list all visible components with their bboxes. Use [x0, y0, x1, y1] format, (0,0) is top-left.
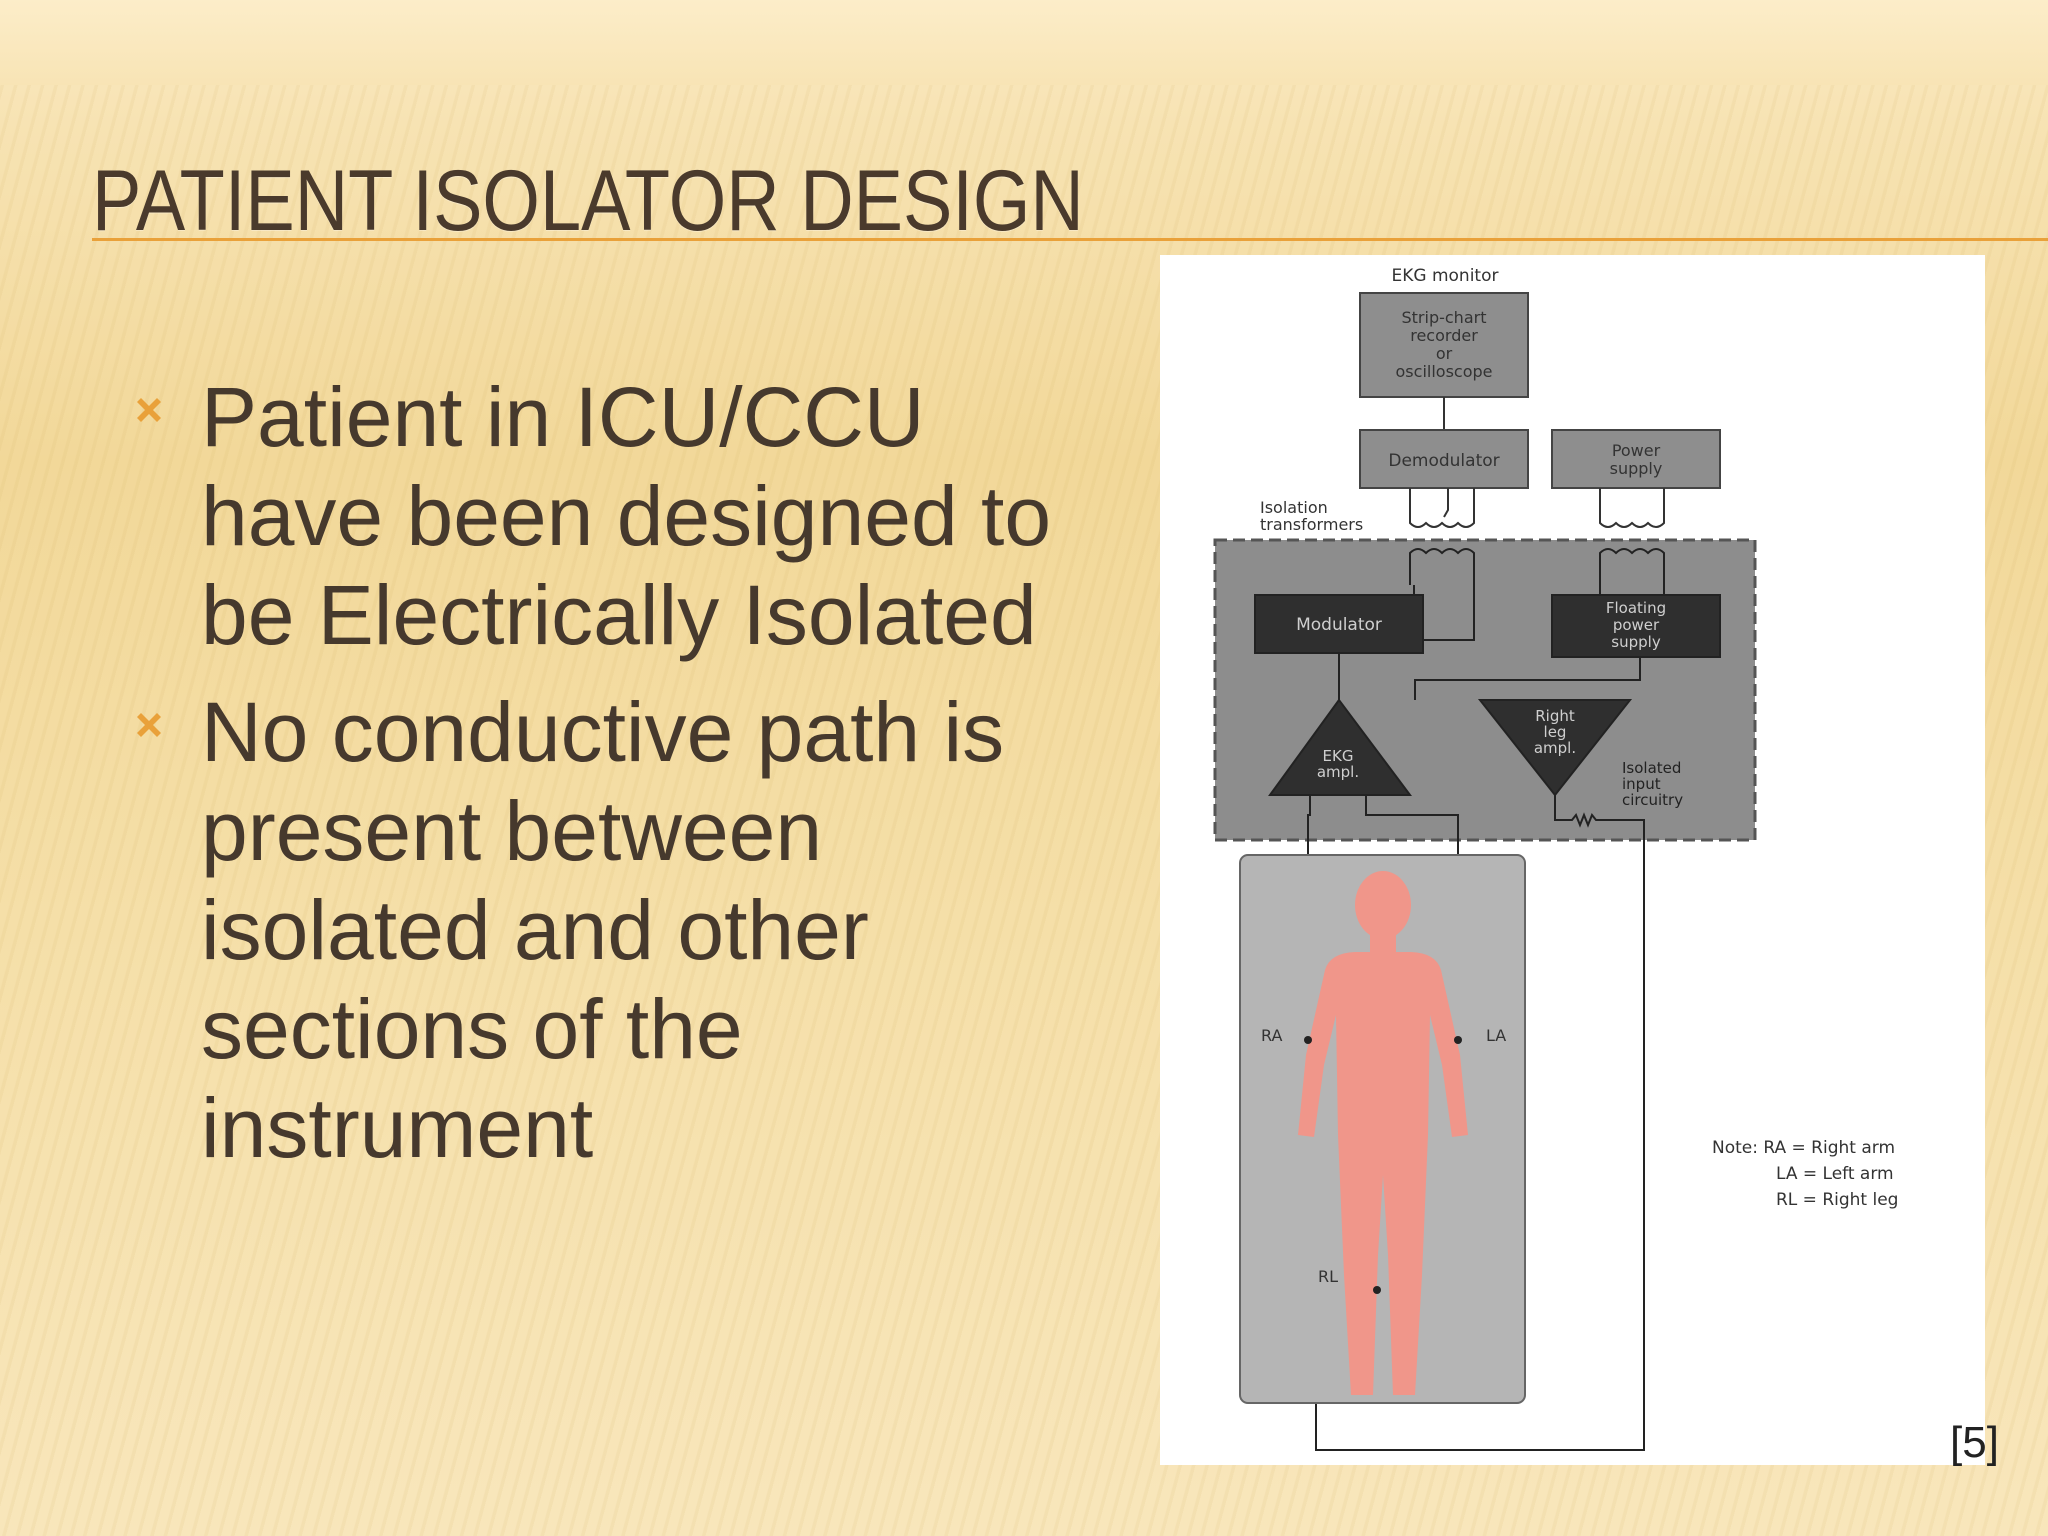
power-supply-line: Power [1612, 441, 1661, 460]
power-supply-box [1551, 429, 1721, 489]
bullet-list: Patient in ICU/CCU have been designed to… [125, 368, 1055, 1196]
cross-bullet-icon [137, 398, 161, 422]
top-band [0, 0, 2048, 85]
citation: [5] [1950, 1418, 1999, 1467]
floating-power-line: supply [1611, 633, 1661, 651]
wire [1414, 657, 1641, 700]
isolated-input-line: circuitry [1622, 791, 1683, 809]
bullet-text: No conductive path is present between is… [201, 685, 1005, 1175]
power-supply-line: supply [1610, 459, 1663, 478]
recorder-line: oscilloscope [1396, 362, 1493, 381]
ekg-amp-triangle [1268, 698, 1412, 796]
ra-label: RA [1261, 1026, 1282, 1045]
la-label: LA [1486, 1026, 1506, 1045]
note-line: Note: RA = Right arm [1712, 1138, 1895, 1158]
ra-electrode [1304, 1036, 1312, 1044]
right-leg-amp-line: Right [1535, 707, 1575, 725]
rl-lead [1315, 795, 1645, 1451]
recorder-line: or [1436, 344, 1453, 363]
modulator-label: Modulator [1296, 615, 1382, 635]
coil-lead [1443, 488, 1449, 518]
rl-label: RL [1318, 1267, 1338, 1286]
right-leg-amp-line: leg [1544, 723, 1567, 741]
bullet-item: Patient in ICU/CCU have been designed to… [125, 368, 1055, 665]
bullet-item: No conductive path is present between is… [125, 683, 1055, 1178]
transformer-coil [1360, 548, 1475, 641]
note-line: RL = Right leg [1776, 1190, 1898, 1210]
slide-title: PATIENT ISOLATOR DESIGN [92, 153, 1084, 249]
isolated-input-line: Isolated [1622, 759, 1681, 777]
right-leg-amp-triangle [1477, 699, 1633, 797]
isolated-input-line: input [1622, 775, 1661, 793]
cross-bullet-icon [137, 713, 161, 737]
diagram-svg: EKG monitor Strip-chart recorder or osci… [1213, 266, 1898, 1451]
transformer-coil [1599, 548, 1665, 595]
demodulator-box [1359, 429, 1529, 489]
la-electrode [1454, 1036, 1462, 1044]
ekg-amp-line: EKG [1323, 747, 1354, 765]
floating-power-line: Floating [1606, 599, 1666, 617]
modulator-box [1254, 594, 1424, 654]
isolation-label: transformers [1260, 515, 1363, 534]
note-line: LA = Left arm [1776, 1164, 1894, 1184]
ekg-amp-line: ampl. [1317, 763, 1359, 781]
patient-figure [1298, 871, 1468, 1395]
right-leg-amp-line: ampl. [1534, 739, 1576, 757]
isolation-label: Isolation [1260, 498, 1328, 517]
transformer-coil [1409, 488, 1475, 528]
rl-electrode [1373, 1286, 1381, 1294]
monitor-label: EKG monitor [1392, 266, 1499, 286]
floating-power-line: power [1613, 616, 1660, 634]
isolation-diagram: EKG monitor Strip-chart recorder or osci… [1160, 255, 1985, 1465]
bullet-text: Patient in ICU/CCU have been designed to… [201, 370, 1052, 662]
floating-power-box [1551, 594, 1721, 658]
transformer-coil [1599, 488, 1665, 528]
title-underline [92, 238, 2048, 241]
recorder-line: Strip-chart [1402, 308, 1487, 327]
recorder-line: recorder [1410, 326, 1478, 345]
demodulator-label: Demodulator [1388, 451, 1499, 471]
recorder-box [1359, 292, 1529, 398]
